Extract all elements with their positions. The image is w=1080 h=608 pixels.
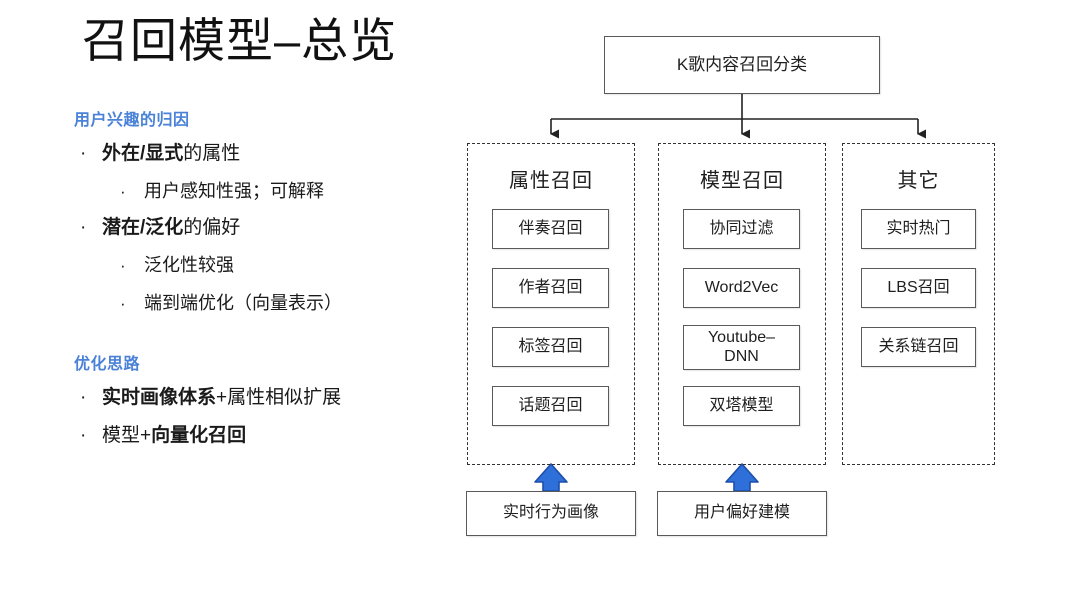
bullet-text-rest: +属性相似扩展 [216, 387, 342, 408]
up-arrow-icon-2 [725, 463, 759, 492]
bullet-dot-icon: · [120, 182, 126, 201]
section-heading-optimization: 优化思路 [74, 356, 141, 373]
diagram-leaf-node[interactable]: Youtube– DNN [683, 325, 800, 370]
diagram-group-other: 其它 [842, 143, 995, 465]
bullet-item: · 潜在/泛化的偏好 [80, 216, 240, 241]
bullet-dot-icon: · [120, 294, 126, 313]
diagram-leaf-node[interactable]: 实时热门 [861, 209, 976, 249]
diagram-leaf-node[interactable]: 关系链召回 [861, 327, 976, 367]
group-title: 其它 [897, 170, 940, 192]
page-title: 召回模型–总览 [82, 14, 398, 67]
bullet-text: 用户感知性强；可解释 [144, 181, 324, 201]
bullet-text: 泛化性较强 [144, 255, 234, 275]
bullet-dot-icon: · [80, 143, 87, 164]
bullet-text: 外在/显式的属性 [102, 142, 240, 167]
diagram-leaf-node[interactable]: LBS召回 [861, 268, 976, 308]
bullet-dot-icon: · [80, 425, 87, 446]
bullet-dot-icon: · [80, 387, 87, 408]
diagram-leaf-node[interactable]: Word2Vec [683, 268, 800, 308]
bullet-text-bold: 实时画像体系 [102, 387, 217, 408]
diagram-group-model-recall: 模型召回 [658, 143, 826, 465]
diagram-group-attribute-recall: 属性召回 [467, 143, 635, 465]
bullet-text-bold: 外在/显式 [102, 143, 184, 164]
diagram-leaf-node[interactable]: 作者召回 [492, 268, 609, 308]
diagram-leaf-node[interactable]: 协同过滤 [683, 209, 800, 249]
bullet-text-rest: 的属性 [183, 143, 241, 164]
bullet-text-bold-tail: 向量化召回 [151, 425, 247, 446]
bullet-text: 实时画像体系+属性相似扩展 [102, 386, 341, 411]
up-arrow-icon-1 [534, 463, 568, 492]
bullet-dot-icon: · [120, 256, 126, 275]
bullet-text: 端到端优化（向量表示） [144, 293, 342, 313]
bullet-item: · 模型+向量化召回 [80, 424, 246, 449]
diagram-leaf-node[interactable]: 双塔模型 [683, 386, 800, 426]
bullet-item: · 用户感知性强；可解释 [120, 180, 324, 203]
bullet-text-bold: 潜在/泛化 [102, 217, 184, 238]
section-heading-attribution: 用户兴趣的归因 [74, 112, 190, 129]
bullet-item: · 泛化性较强 [120, 254, 234, 277]
group-title: 属性召回 [509, 170, 593, 192]
diagram-input-node-realtime-behavior[interactable]: 实时行为画像 [466, 491, 636, 536]
diagram-leaf-node[interactable]: 标签召回 [492, 327, 609, 367]
diagram-leaf-node[interactable]: 伴奏召回 [492, 209, 609, 249]
bullet-text-rest: 模型+ [102, 425, 152, 446]
bullet-text-rest: 的偏好 [183, 217, 241, 238]
group-title: 模型召回 [700, 170, 784, 192]
diagram-leaf-node[interactable]: 话题召回 [492, 386, 609, 426]
bullet-item: · 外在/显式的属性 [80, 142, 240, 167]
bullet-text: 模型+向量化召回 [102, 424, 246, 449]
bullet-text: 潜在/泛化的偏好 [102, 216, 240, 241]
bullet-dot-icon: · [80, 217, 87, 238]
bullet-item: · 端到端优化（向量表示） [120, 292, 342, 315]
bullet-item: · 实时画像体系+属性相似扩展 [80, 386, 341, 411]
diagram-input-node-user-preference[interactable]: 用户偏好建模 [657, 491, 827, 536]
diagram-root-node[interactable]: K歌内容召回分类 [604, 36, 880, 94]
